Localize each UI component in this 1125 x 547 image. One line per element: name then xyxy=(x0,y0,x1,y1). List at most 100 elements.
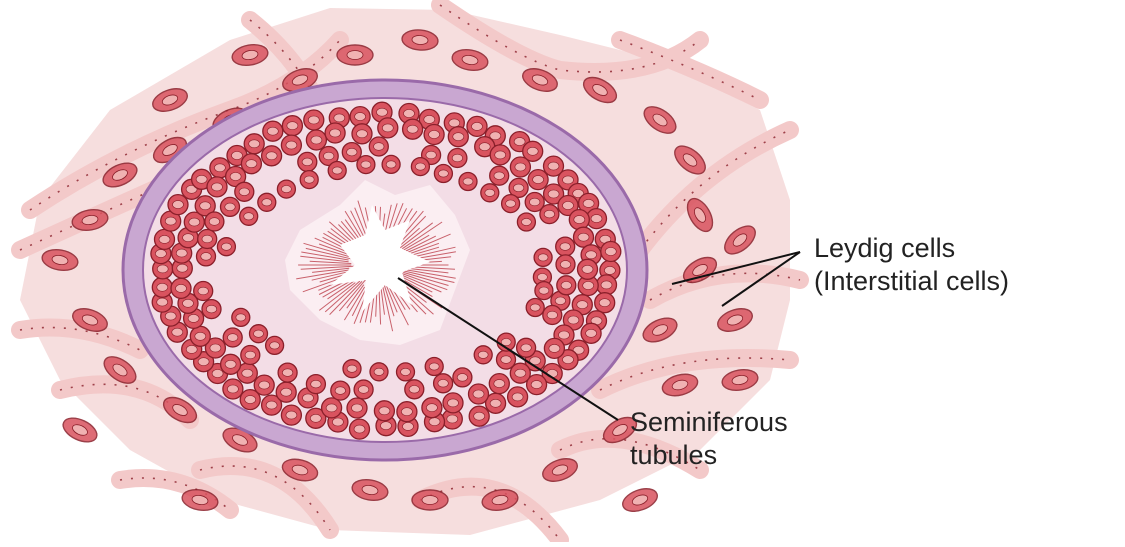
germ-cell-nucleus xyxy=(531,381,542,389)
germ-cell xyxy=(262,146,282,166)
germ-cell-nucleus xyxy=(249,140,260,148)
germ-cell-nucleus xyxy=(173,201,184,209)
germ-cell-nucleus xyxy=(561,282,571,290)
germ-cell-nucleus xyxy=(347,148,357,156)
germ-cell xyxy=(241,346,260,365)
germ-cell-nucleus xyxy=(578,233,589,241)
germ-cell-nucleus xyxy=(214,164,225,172)
germ-cell xyxy=(197,247,216,266)
germ-cell-nucleus xyxy=(479,143,490,151)
germ-cell-nucleus xyxy=(266,401,277,409)
germ-cell xyxy=(517,338,536,357)
germ-cell-nucleus xyxy=(559,331,570,339)
germ-cell-nucleus xyxy=(555,297,565,305)
germ-cell-nucleus xyxy=(544,210,554,218)
germ-cell xyxy=(258,193,276,211)
germ-cell-nucleus xyxy=(449,119,460,127)
germ-cell xyxy=(331,381,350,400)
germ-cell xyxy=(597,275,617,295)
germ-cell xyxy=(403,119,423,139)
germ-cell-nucleus xyxy=(586,329,597,337)
germ-cell-nucleus xyxy=(361,161,371,168)
germ-cell-nucleus xyxy=(515,369,526,377)
germ-cell-nucleus xyxy=(308,116,319,124)
germ-cell-nucleus xyxy=(568,316,579,324)
germ-cell-nucleus xyxy=(157,283,168,291)
germ-cell-nucleus xyxy=(230,173,241,181)
germ-cell-nucleus xyxy=(494,172,504,180)
germ-cell-nucleus xyxy=(409,386,419,394)
germ-cell-nucleus xyxy=(530,304,540,311)
germ-cell-nucleus xyxy=(188,314,199,322)
germ-cell xyxy=(171,278,191,298)
germ-cell xyxy=(481,184,499,202)
germ-cell-nucleus xyxy=(426,151,436,159)
germ-cell-nucleus xyxy=(209,218,219,226)
leydig-cell xyxy=(59,413,100,446)
germ-cell xyxy=(300,171,318,189)
germ-cell xyxy=(535,282,553,300)
germ-cell-nucleus xyxy=(415,163,425,170)
germ-cell xyxy=(448,149,467,168)
germ-cell xyxy=(306,130,326,150)
germ-cell-nucleus xyxy=(332,167,342,174)
germ-cell-nucleus xyxy=(424,115,435,123)
germ-cell xyxy=(223,328,242,347)
germ-cell xyxy=(369,137,388,156)
germ-cell-nucleus xyxy=(377,108,388,116)
germ-cell-nucleus xyxy=(472,122,483,130)
germ-cell xyxy=(540,205,559,224)
germ-cell xyxy=(155,229,175,249)
germ-cell-nucleus xyxy=(547,311,557,319)
germ-cell-nucleus xyxy=(206,305,216,313)
germ-cell-nucleus xyxy=(560,243,570,251)
germ-cell-nucleus xyxy=(382,124,393,132)
germ-cell xyxy=(221,354,241,374)
germ-cell xyxy=(434,374,453,393)
germ-cell-nucleus xyxy=(583,199,594,207)
germ-cell-nucleus xyxy=(201,253,211,261)
germ-cell-nucleus xyxy=(157,298,168,306)
germ-cell xyxy=(443,393,463,413)
germ-cell-nucleus xyxy=(514,138,525,146)
germ-cell-nucleus xyxy=(326,404,337,412)
germ-cell xyxy=(221,197,240,216)
germ-cell xyxy=(502,195,520,213)
germ-cell xyxy=(508,387,528,407)
germ-cell-nucleus xyxy=(457,374,467,382)
germ-cell-nucleus xyxy=(245,351,255,359)
germ-cell-nucleus xyxy=(347,365,357,372)
germ-cell-nucleus xyxy=(494,380,505,388)
germ-cell xyxy=(354,380,373,399)
germ-cell-nucleus xyxy=(212,183,223,191)
germ-cell xyxy=(489,374,509,394)
germ-cell xyxy=(194,282,213,301)
germ-cell-nucleus xyxy=(529,198,539,206)
germ-cell-nucleus xyxy=(447,415,458,423)
germ-cell xyxy=(425,358,443,376)
germ-cell-nucleus xyxy=(303,394,314,402)
seminiferous-tubules-label-line1: Seminiferous xyxy=(630,406,788,439)
germ-cell xyxy=(241,154,261,174)
germ-cell-nucleus xyxy=(286,141,297,149)
germ-cell-nucleus xyxy=(474,412,485,420)
germ-cell xyxy=(304,110,324,130)
germ-cell xyxy=(453,368,472,387)
germ-cell-nucleus xyxy=(374,368,384,375)
germ-cell-nucleus xyxy=(452,154,462,162)
germ-cell-nucleus xyxy=(332,418,343,426)
germ-cell-nucleus xyxy=(198,358,209,366)
germ-cell xyxy=(581,323,601,343)
germ-cell-nucleus xyxy=(438,380,448,388)
germ-cell-nucleus xyxy=(533,176,544,184)
leydig-cell-nucleus xyxy=(422,496,438,505)
germ-cell-nucleus xyxy=(583,282,594,290)
germ-cell xyxy=(223,379,243,399)
germ-cell xyxy=(601,242,621,262)
germ-cell-nucleus xyxy=(448,399,459,407)
germ-cell-nucleus xyxy=(401,408,412,416)
germ-cell xyxy=(350,419,370,439)
leydig-cell xyxy=(412,490,448,510)
germ-cell-nucleus xyxy=(527,147,538,155)
germ-cell-nucleus xyxy=(404,110,415,118)
